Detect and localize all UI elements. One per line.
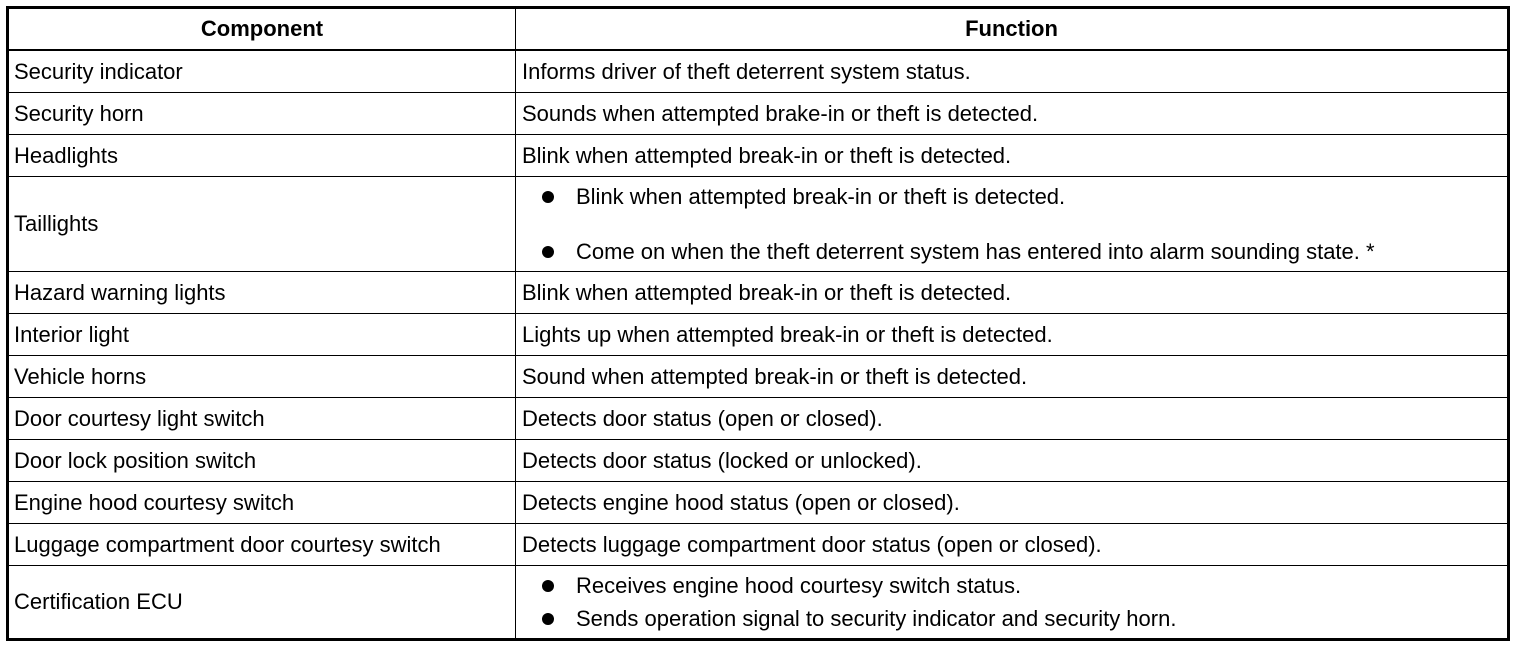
function-cell: Sounds when attempted brake-in or theft … (515, 92, 1509, 135)
table-row: Vehicle horns Sound when attempted break… (7, 355, 1509, 398)
function-cell: Lights up when attempted break-in or the… (515, 313, 1509, 356)
table-row: Door courtesy light switch Detects door … (7, 397, 1509, 440)
list-item: Sends operation signal to security indic… (542, 606, 1502, 632)
function-cell: Informs driver of theft deterrent system… (515, 49, 1509, 93)
function-cell: Blink when attempted break-in or theft i… (515, 176, 1509, 272)
table-row: Headlights Blink when attempted break-in… (7, 134, 1509, 177)
component-cell: Certification ECU (7, 565, 516, 640)
bullet-text: Come on when the theft deterrent system … (576, 238, 1375, 264)
table-row: Security horn Sounds when attempted brak… (7, 92, 1509, 135)
component-cell: Interior light (7, 313, 516, 356)
bullet-icon (542, 190, 554, 203)
table-row: Door lock position switch Detects door s… (7, 439, 1509, 482)
component-cell: Security indicator (7, 49, 516, 93)
component-cell: Door lock position switch (7, 439, 516, 482)
component-cell: Hazard warning lights (7, 271, 516, 314)
bullet-icon (542, 245, 554, 258)
header-row: Component Function (7, 7, 1509, 51)
table-row: Luggage compartment door courtesy switch… (7, 523, 1509, 566)
function-cell: Sound when attempted break-in or theft i… (515, 355, 1509, 398)
function-cell: Detects door status (open or closed). (515, 397, 1509, 440)
component-cell: Headlights (7, 134, 516, 177)
table-row: Taillights Blink when attempted break-in… (7, 176, 1509, 272)
table-row: Interior light Lights up when attempted … (7, 313, 1509, 356)
function-cell: Blink when attempted break-in or theft i… (515, 134, 1509, 177)
list-item: Blink when attempted break-in or theft i… (542, 184, 1502, 210)
table-row: Certification ECU Receives engine hood c… (7, 565, 1509, 640)
function-cell: Detects door status (locked or unlocked)… (515, 439, 1509, 482)
list-item: Come on when the theft deterrent system … (542, 239, 1502, 265)
list-item: Receives engine hood courtesy switch sta… (542, 573, 1502, 599)
column-header-component: Component (7, 7, 516, 51)
component-cell: Door courtesy light switch (7, 397, 516, 440)
component-function-table: Component Function Security indicator In… (6, 6, 1510, 641)
bullet-text: Blink when attempted break-in or theft i… (576, 183, 1066, 209)
component-cell: Luggage compartment door courtesy switch (7, 523, 516, 566)
component-cell: Security horn (7, 92, 516, 135)
table-row: Engine hood courtesy switch Detects engi… (7, 481, 1509, 524)
function-cell: Detects engine hood status (open or clos… (515, 481, 1509, 524)
component-cell: Vehicle horns (7, 355, 516, 398)
component-cell: Engine hood courtesy switch (7, 481, 516, 524)
column-header-function: Function (515, 7, 1509, 51)
table-row: Security indicator Informs driver of the… (7, 49, 1509, 93)
function-bullet-list: Receives engine hood courtesy switch sta… (522, 573, 1502, 632)
bullet-icon (542, 612, 554, 625)
function-cell: Detects luggage compartment door status … (515, 523, 1509, 566)
function-cell: Blink when attempted break-in or theft i… (515, 271, 1509, 314)
function-cell: Receives engine hood courtesy switch sta… (515, 565, 1509, 640)
bullet-text: Receives engine hood courtesy switch sta… (576, 572, 1022, 598)
function-bullet-list: Blink when attempted break-in or theft i… (522, 184, 1502, 265)
bullet-text: Sends operation signal to security indic… (576, 605, 1177, 631)
table-row: Hazard warning lights Blink when attempt… (7, 271, 1509, 314)
bullet-icon (542, 579, 554, 592)
component-cell: Taillights (7, 176, 516, 272)
